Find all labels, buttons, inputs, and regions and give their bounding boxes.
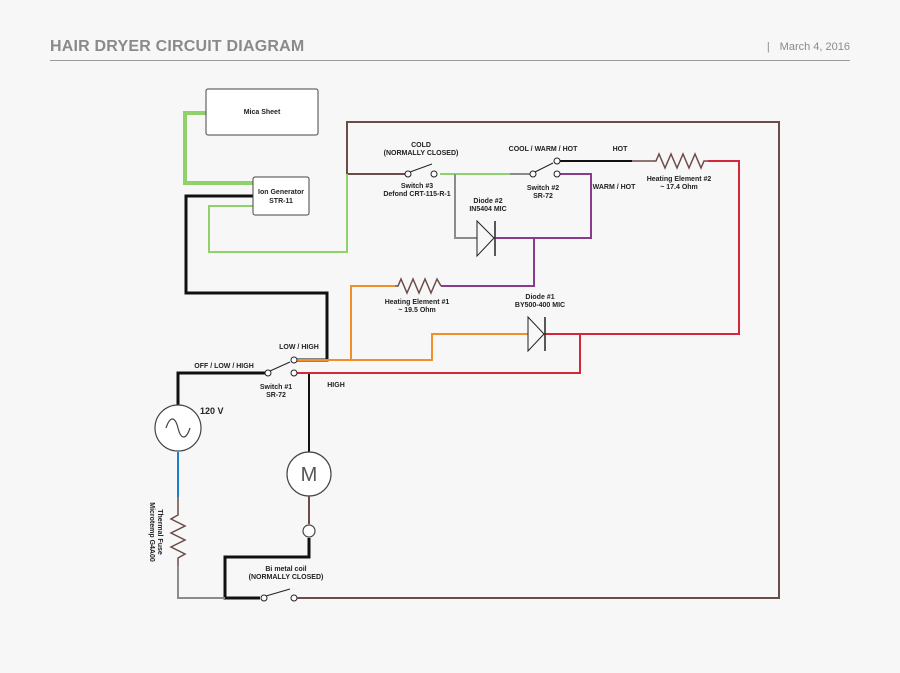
switch3-top-label-2: (NORMALLY CLOSED) (384, 150, 459, 157)
switch2-name: Switch #2 (527, 185, 559, 192)
wire-green-mica (183, 111, 253, 185)
switch3-name: Switch #3 (401, 183, 433, 190)
mica-sheet-label: Mica Sheet (244, 109, 281, 116)
date-label: | March 4, 2016 (767, 41, 850, 53)
thermal-fuse-resistor (169, 497, 187, 566)
warm-hot-label: WARM / HOT (593, 184, 636, 191)
switch3-model: Defond CRT-115-R-1 (383, 191, 450, 198)
wire-orange-heat1 (297, 285, 395, 361)
switch3-symbol (396, 163, 438, 178)
bimetal-label-2: (NORMALLY CLOSED) (249, 574, 324, 581)
wire-red-heat2 (545, 160, 740, 335)
diode1-model: BY500-400 MIC (515, 302, 565, 309)
off-low-high-label: OFF / LOW / HIGH (194, 363, 254, 370)
page-title: HAIR DRYER CIRCUIT DIAGRAM (50, 38, 305, 55)
switch3-top-label: COLD (411, 142, 431, 149)
ion-generator-label: Ion Generator (258, 189, 304, 196)
wire-green-ion (208, 174, 348, 253)
diode1-symbol (527, 315, 546, 353)
wire-brown-loop (300, 121, 780, 599)
switch1-symbol (264, 356, 298, 377)
wire-gray-fuse (177, 566, 225, 599)
header-rule (50, 60, 850, 61)
wire-black-source (176, 371, 265, 405)
diode2-label: Diode #2 (473, 198, 502, 205)
heating-element-2-value: ~ 17.4 Ohm (660, 184, 698, 191)
mica-sheet-box (205, 88, 319, 136)
ion-generator-model: STR-11 (269, 198, 293, 205)
switch1-model: SR-72 (266, 392, 286, 399)
ac-source-symbol (154, 404, 202, 452)
wire-purple-warm (496, 173, 592, 239)
switch2-model: SR-72 (533, 193, 553, 200)
switch1-name: Switch #1 (260, 384, 292, 391)
heating-element-2-label: Heating Element #2 (647, 176, 712, 183)
heating-element-1-label: Heating Element #1 (385, 299, 450, 306)
high-label: HIGH (327, 382, 345, 389)
heating-element-2-resistor (632, 152, 708, 170)
wire-black-bimetal (223, 538, 311, 600)
wire-red-high (297, 334, 581, 374)
motor-label: M (301, 464, 318, 486)
switch2-top-label: COOL / WARM / HOT (509, 146, 578, 153)
thermal-fuse-label: Thermal Fuse (156, 509, 163, 555)
switch2-symbol (529, 157, 561, 178)
low-high-label: LOW / HIGH (279, 344, 319, 351)
heating-element-1-resistor (395, 277, 442, 295)
wire-gray-diode2 (454, 174, 477, 239)
bimetal-label: Bi metal coil (265, 566, 306, 573)
source-voltage-label: 120 V (200, 406, 224, 416)
heating-element-1-value: ~ 19.5 Ohm (398, 307, 436, 314)
ion-generator-box (252, 176, 310, 216)
wire-purple-heat1 (441, 238, 535, 287)
motor-symbol (286, 451, 332, 538)
diode1-label: Diode #1 (525, 294, 554, 301)
thermal-fuse-model: Microtemp G4A00 (148, 502, 155, 562)
diode2-model: IN5404 MIC (469, 206, 506, 213)
wire-orange-diode1 (351, 333, 528, 361)
date-text: March 4, 2016 (779, 41, 850, 53)
wire-black-ion (184, 194, 329, 362)
bimetal-switch-symbol (260, 588, 300, 602)
hot-label: HOT (613, 146, 629, 153)
date-separator: | (766, 41, 770, 53)
diode2-symbol (476, 219, 496, 258)
